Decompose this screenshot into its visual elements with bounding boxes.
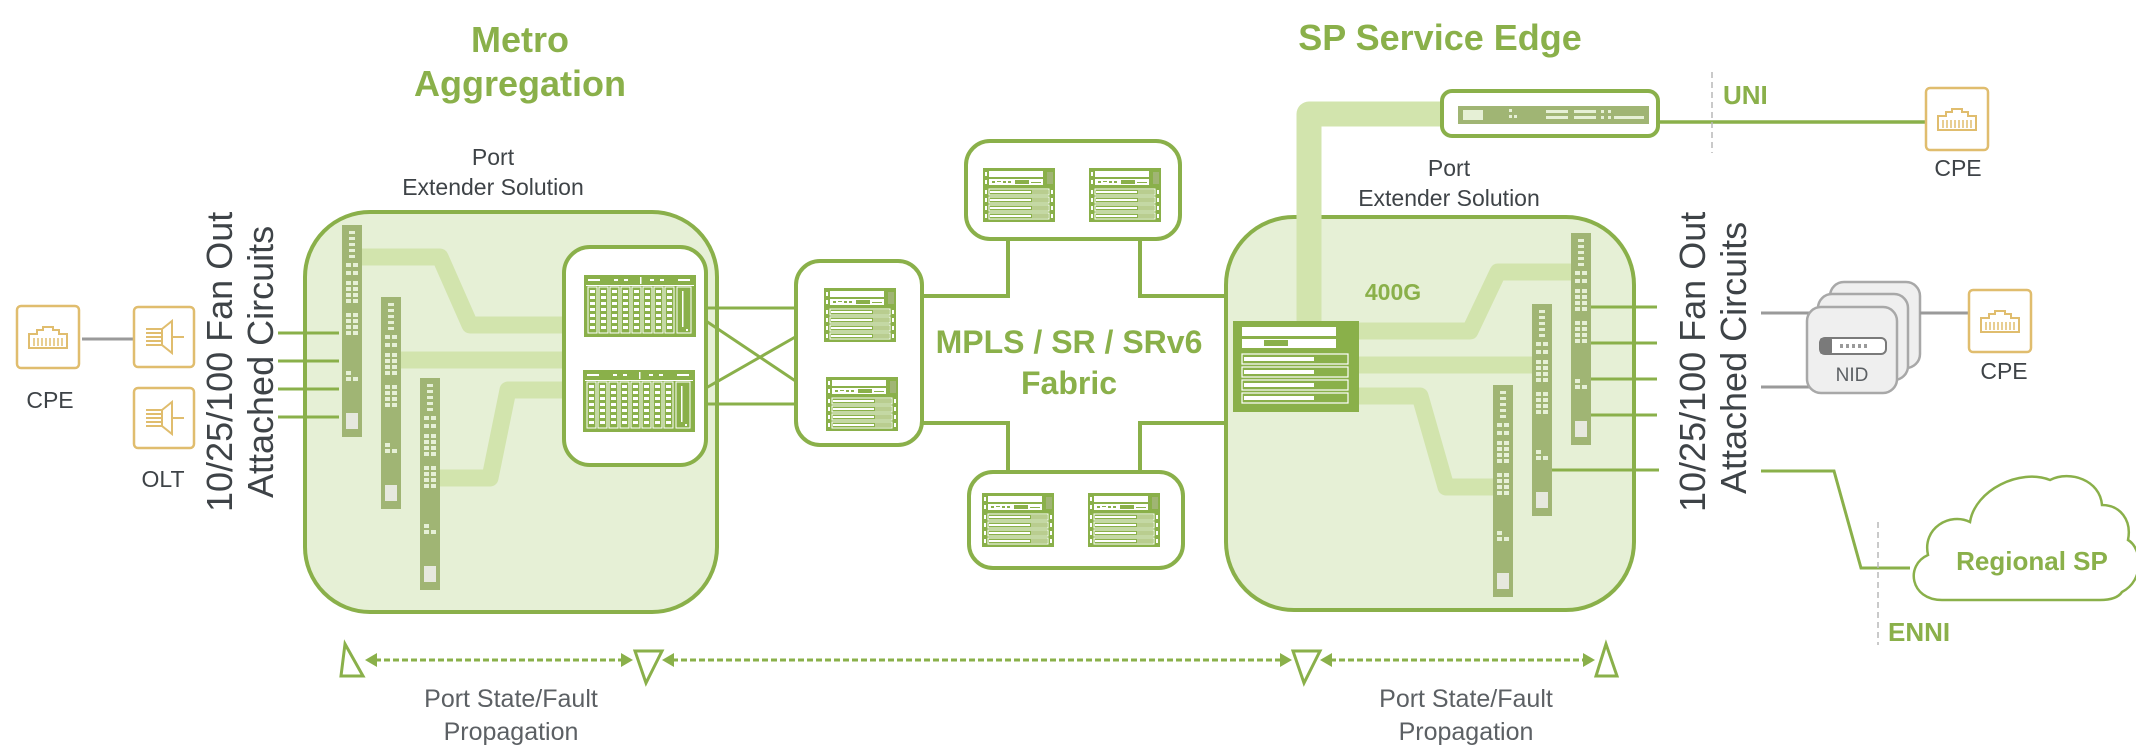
olt-icon-bottom[interactable] [132,386,196,450]
arrowhead-left-1 [365,653,377,667]
arrowhead-mid-1 [662,653,674,667]
arrowhead-left-2 [621,653,633,667]
metro-port-extender-3[interactable] [420,378,440,590]
fabric-label-line1: MPLS / SR / SRv6 [936,324,1203,360]
right-attached-circuits [1552,305,1659,472]
left-fanout-line1: 10/25/100 Fan Out [199,212,240,512]
metro-agg-chassis-1[interactable] [583,274,697,338]
metro-title-line2: Aggregation [414,63,626,104]
uni-cpe-icon[interactable] [1924,86,1990,152]
uni-switch[interactable] [1458,106,1649,124]
edge-router[interactable] [1233,321,1359,412]
metro-subtitle-line2: Extender Solution [402,174,584,200]
triangle-up-right [1593,639,1620,678]
nid-cpe-icon[interactable] [1967,288,2033,354]
left-cpe-label: CPE [26,387,73,413]
propagation-bar [339,639,1620,687]
triangle-down-edge [1290,649,1323,687]
metro-fabric-crosslinks [705,306,798,406]
fabric-bottom-router-1[interactable] [981,492,1055,548]
edge-subtitle-line1: Port [1428,155,1471,181]
triangle-down-metro [632,649,665,687]
bandwidth-400g-label: 400G [1365,279,1421,305]
metro-title-line1: Metro [471,19,569,60]
metro-agg-chassis-2[interactable] [582,369,696,433]
fabric-label-line2: Fabric [1021,365,1117,401]
triangle-up-left [339,639,366,678]
uni-label: UNI [1723,80,1768,110]
metro-band-1 [360,248,570,334]
propagation-right-line1: Port State/Fault [1379,685,1553,713]
arrowhead-right-1 [1320,653,1332,667]
fabric-left-router-2[interactable] [825,376,899,432]
fabric-bottom-router-2[interactable] [1087,492,1161,548]
arrowhead-right-2 [1583,653,1595,667]
right-fanout-line1: 10/25/100 Fan Out [1672,212,1713,512]
propagation-right-line2: Propagation [1399,718,1534,746]
left-attached-circuits [278,331,339,419]
propagation-left-line1: Port State/Fault [424,685,598,713]
uni-cpe-label: CPE [1934,155,1981,181]
sp-edge-title: SP Service Edge [1298,17,1582,58]
edge-port-extender-3[interactable] [1493,385,1513,597]
propagation-left-line2: Propagation [444,718,579,746]
nid-label: NID [1836,365,1869,386]
left-cpe-icon[interactable] [15,304,81,370]
fabric-left-router-1[interactable] [823,287,897,343]
enni-link [1761,469,1910,570]
fabric-top-router-1[interactable] [982,167,1056,223]
metro-band-3 [440,381,570,487]
metro-port-extender-1[interactable] [342,225,362,437]
regional-sp-label: Regional SP [1956,546,2108,576]
olt-icon-top[interactable] [132,305,196,369]
nid-stack[interactable] [1805,280,1922,395]
left-fanout-line2: Attached Circuits [240,226,281,498]
arrowhead-mid-2 [1280,653,1292,667]
metro-port-extender-2[interactable] [381,297,401,509]
edge-subtitle-line2: Extender Solution [1358,185,1540,211]
nid-cpe-label: CPE [1980,358,2027,384]
edge-band-1 [1356,263,1576,340]
olt-label: OLT [141,466,184,492]
fabric-links [922,240,1228,472]
metro-subtitle-line1: Port [472,144,515,170]
enni-label: ENNI [1888,617,1950,647]
right-fanout-line2: Attached Circuits [1713,222,1754,494]
edge-port-extender-1[interactable] [1571,233,1591,445]
edge-port-extender-2[interactable] [1532,304,1552,516]
fabric-top-router-2[interactable] [1088,167,1162,223]
regional-sp-cloud-icon[interactable] [1912,474,2136,602]
edge-band-3 [1356,387,1496,496]
